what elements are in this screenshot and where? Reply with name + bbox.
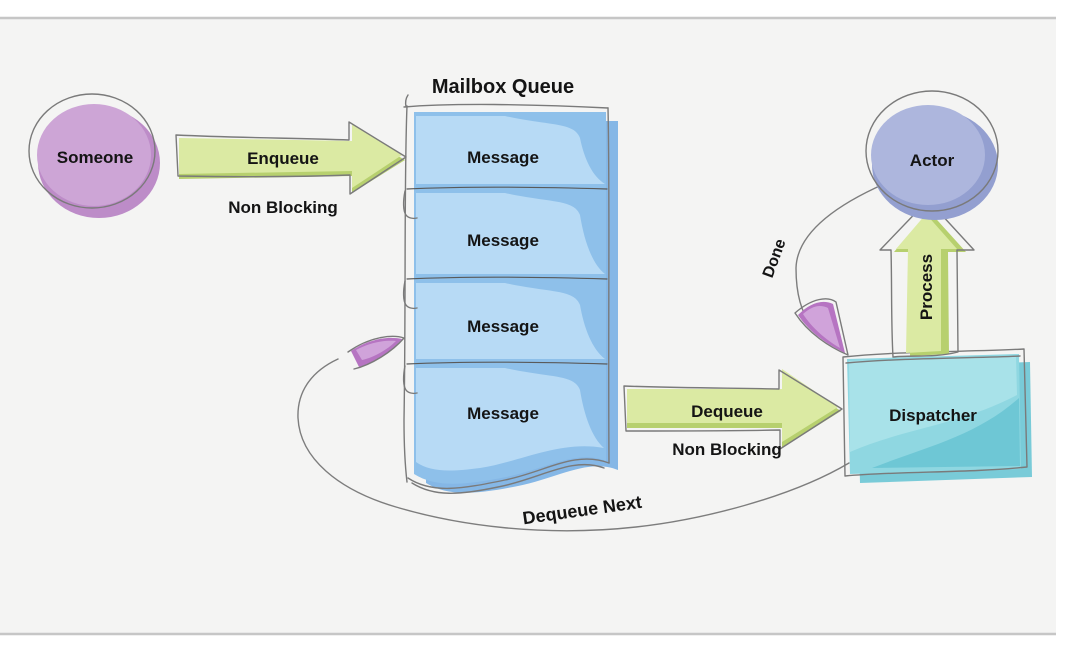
done-arrowhead-icon (794, 298, 849, 356)
queue-outline (402, 94, 610, 494)
dequeue-label: Dequeue (691, 402, 763, 421)
enqueue-arrow: Enqueue (175, 121, 407, 195)
mailbox-queue-node: Mailbox Queue Message Message Message (402, 76, 618, 494)
queue-divider (406, 276, 608, 280)
dequeue-next-curve (297, 358, 850, 532)
dequeue-sublabel: Non Blocking (672, 440, 782, 459)
enqueue-sublabel: Non Blocking (228, 198, 338, 217)
message-label: Message (467, 404, 539, 423)
process-arrow: Process (879, 199, 975, 358)
someone-node: Someone (28, 93, 160, 218)
message-label: Message (467, 231, 539, 250)
dequeue-next-arrowhead-icon (347, 335, 405, 370)
someone-label: Someone (57, 148, 134, 167)
dispatcher-label: Dispatcher (889, 406, 977, 425)
enqueue-label: Enqueue (247, 149, 319, 168)
dispatcher-node: Dispatcher (842, 348, 1032, 483)
dispatcher-outline (842, 348, 1028, 477)
process-label: Process (917, 254, 936, 320)
queue-divider (406, 186, 608, 190)
message-label: Message (467, 148, 539, 167)
someone-body (37, 104, 151, 206)
message-label: Message (467, 317, 539, 336)
actor-body (871, 105, 985, 205)
actor-node: Actor (865, 90, 999, 220)
someone-outline (28, 93, 156, 209)
mailbox-queue-title: Mailbox Queue (432, 76, 574, 98)
done-curve (795, 183, 885, 327)
queue-divider (406, 361, 608, 365)
actor-outline (865, 90, 999, 212)
dequeue-arrow: Dequeue (623, 369, 843, 450)
actor-label: Actor (910, 151, 955, 170)
